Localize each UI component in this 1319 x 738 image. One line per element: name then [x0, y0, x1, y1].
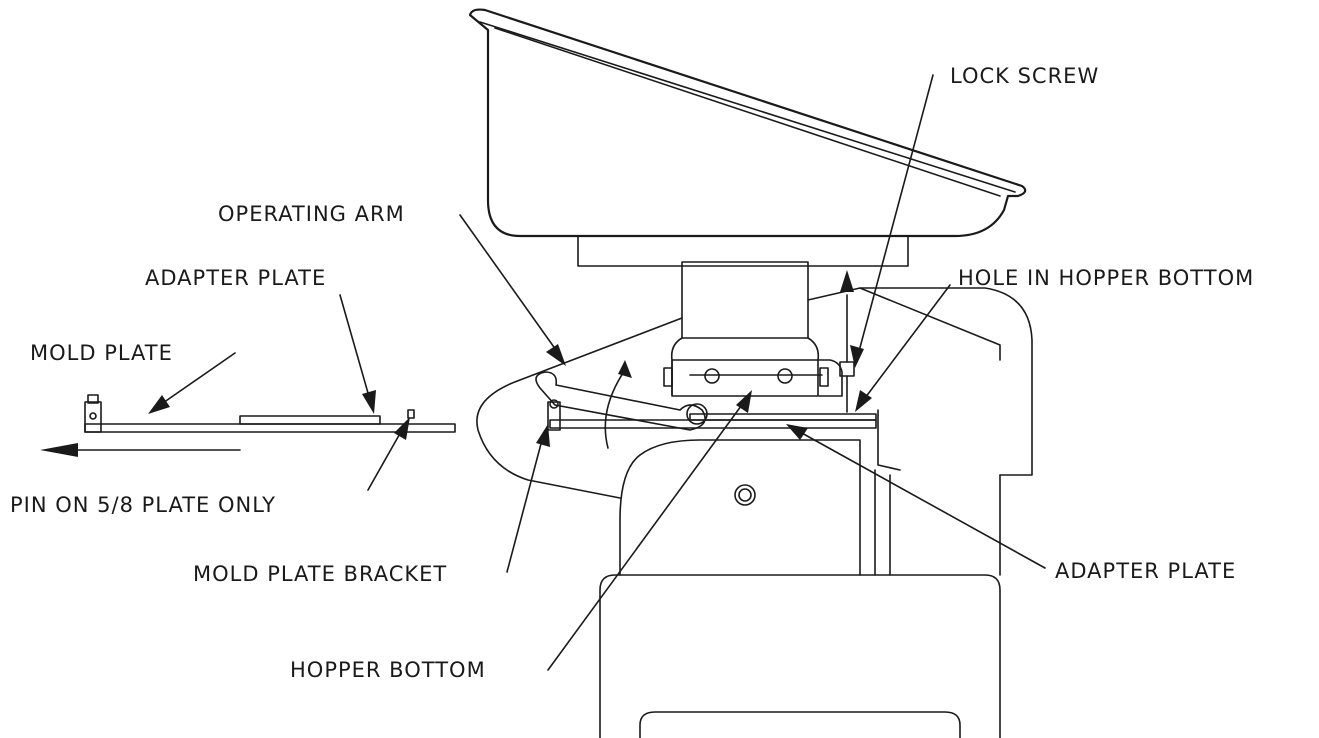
label-adapter-plate-right: ADAPTER PLATE [1055, 559, 1236, 583]
machine-base [599, 574, 1001, 738]
hopper-base-plate [577, 235, 909, 267]
pull-direction-arrow [40, 443, 78, 457]
label-adapter-plate-left: ADAPTER PLATE [145, 266, 326, 290]
installed-plates [547, 399, 877, 431]
operating-arm [535, 360, 708, 449]
label-mold-plate: MOLD PLATE [30, 341, 173, 365]
label-pin-on-plate: PIN ON 5/8 PLATE ONLY [10, 493, 276, 517]
detached-plate-assembly [40, 394, 456, 457]
hopper-pan [468, 8, 1027, 238]
label-mold-plate-bracket: MOLD PLATE BRACKET [193, 562, 447, 586]
hopper-bottom-block [663, 359, 843, 397]
machine-housing-right [859, 287, 1033, 576]
lock-screw [839, 270, 855, 413]
label-lock-screw: LOCK SCREW [950, 64, 1099, 88]
label-hopper-bottom: HOPPER BOTTOM [290, 658, 486, 682]
leader-lines [148, 74, 1046, 671]
label-hole-in-hopper-bottom: HOLE IN HOPPER BOTTOM [958, 266, 1254, 290]
arm-housing-left [476, 317, 861, 576]
label-operating-arm: OPERATING ARM [218, 202, 405, 226]
